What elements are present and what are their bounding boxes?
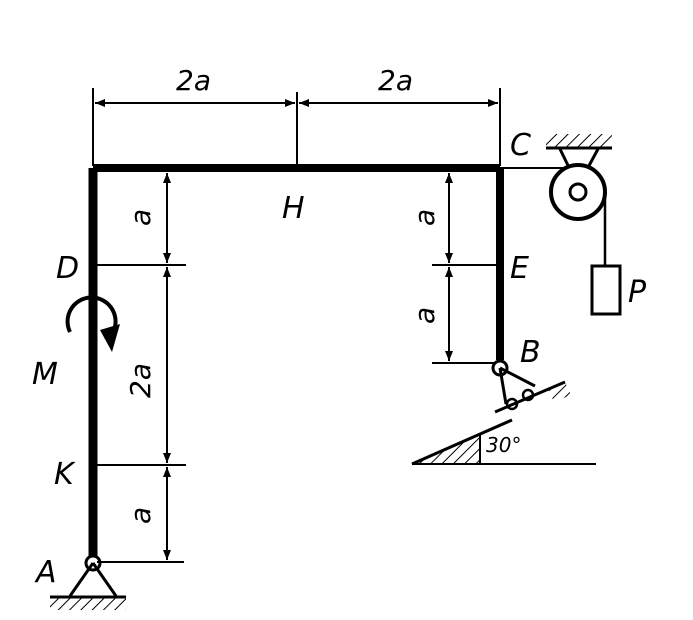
label-d: D (56, 251, 79, 286)
label-p: P (628, 275, 647, 310)
support-b-roller (491, 359, 571, 414)
support-a-pin (50, 554, 126, 610)
label-k: K (54, 457, 76, 492)
pulley-c (546, 134, 612, 266)
label-m: M (32, 357, 58, 392)
dim-top-left: 2a (176, 64, 211, 97)
label-e: E (510, 251, 529, 286)
incline-plane (411, 418, 596, 466)
dim-left-top: a (124, 209, 157, 226)
dim-top-right: 2a (378, 64, 413, 97)
dim-left-mid: 2a (124, 363, 157, 398)
frame-members (88, 164, 578, 558)
dim-left-bottom: a (124, 507, 157, 524)
label-b: B (520, 335, 541, 370)
label-c: C (510, 128, 531, 163)
label-angle: 30° (486, 433, 521, 457)
dimension-lines (92, 88, 501, 563)
weight-p-block (590, 264, 622, 316)
label-a: A (34, 555, 57, 590)
dim-right-bottom: a (408, 307, 441, 324)
label-h: H (282, 191, 305, 226)
moment-m-arrow (65, 295, 120, 352)
dim-right-top: a (408, 209, 441, 226)
